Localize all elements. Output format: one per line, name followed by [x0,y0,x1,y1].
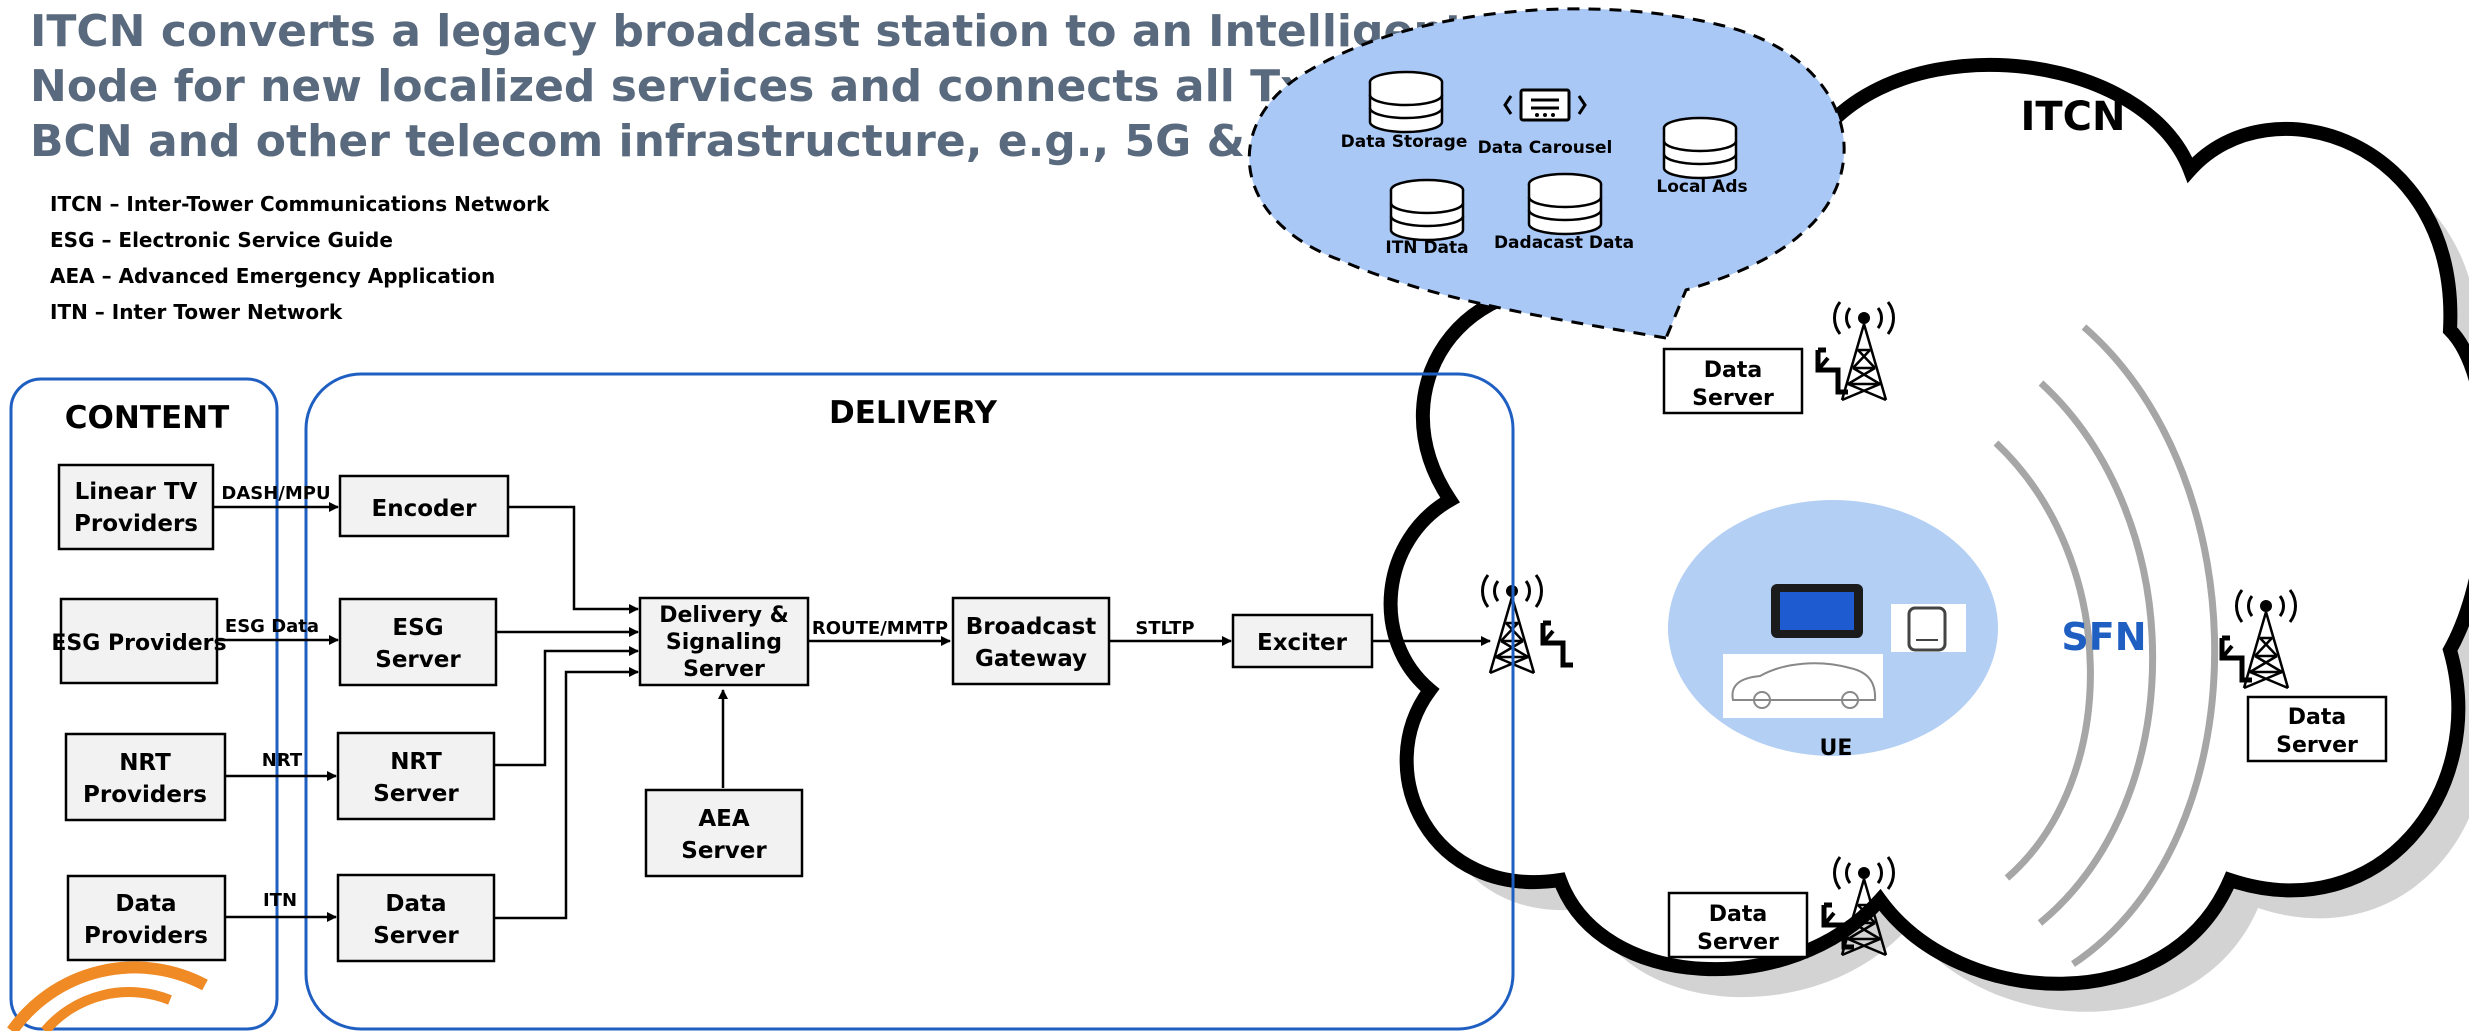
tx-node-bottom: Data Server [1667,855,1896,959]
box-label: Server [373,923,459,949]
broadcast-gateway-box: Broadcast Gateway [951,596,1111,686]
sfn-waves [1993,324,2219,967]
delivery-section-title: DELIVERY [829,395,998,431]
data-storage-icon [1368,70,1444,134]
itn-data-label: ITN Data [1385,238,1468,258]
data-server-box [1667,891,1809,959]
tablet-icon [1771,584,1863,638]
local-ads-icon [1662,116,1738,180]
ue-label: UE [1820,736,1853,761]
data-server-box: Data Server [336,873,496,963]
box-label: ESG [392,615,443,641]
data-carousel-icon [1503,88,1587,122]
datacast-data-label: Dadacast Data [1494,233,1634,253]
data-carousel-label: Data Carousel [1478,138,1613,158]
esg-server-box: ESG Server [338,597,498,687]
link-label-dash-mpu: DASH/MPU [221,483,330,504]
data-services-bubble: Data Storage Data Carousel Local Ads ITN… [1247,7,1846,340]
car-icon [1723,654,1883,718]
nrt-server-box: NRT Server [336,731,496,821]
local-ads-label: Local Ads [1656,177,1747,197]
data-server-box [2246,695,2388,763]
tx-node-right: Data Server [2222,588,2388,763]
title-line-2: Node for new localized services and conn… [30,61,1459,112]
connectors [213,502,1491,922]
sfn-label: SFN [2061,615,2146,659]
page-title: ITCN converts a legacy broadcast station… [30,4,1466,169]
box-label: Providers [74,511,198,537]
phone-icon [1891,604,1966,652]
nrt-server-to-delivery [494,646,639,767]
legend-itcn: ITCN – Inter-Tower Communications Networ… [50,192,550,216]
linear-tv-providers-box: Linear TV Providers [57,463,215,551]
data-server-label: Data [1704,358,1762,383]
box-label: Providers [83,782,207,808]
data-server-box [1662,347,1804,415]
box-label: ESG Providers [51,631,226,656]
link-label-stltp: STLTP [1135,618,1194,639]
data-server-label: Data [2288,705,2346,730]
box-label: Server [681,838,767,864]
legend-aea: AEA – Advanced Emergency Application [50,264,496,288]
box-label: Linear TV [75,479,198,505]
title-line-3: BCN and other telecom infrastructure, e.… [30,116,1442,167]
box-label: Exciter [1257,630,1348,656]
box-label: Broadcast [966,614,1097,640]
delivery-signaling-server-box: Delivery & Signaling Server [638,596,810,687]
delivery-section [304,372,1515,1031]
data-server-label: Server [2276,733,2358,758]
data-server-label: Server [1697,930,1779,955]
data-server-label: Server [1692,386,1774,411]
content-section [9,377,279,1031]
encoder-box: Encoder [338,474,510,538]
box-label: Signaling [666,630,782,655]
tx-node-top: Data Server [1662,300,1896,415]
itn-data-icon [1389,178,1465,242]
box-label: Gateway [975,646,1087,672]
esg-providers-box: ESG Providers [51,597,227,685]
data-server-to-delivery [494,667,639,920]
data-storage-label: Data Storage [1341,132,1468,152]
box-label: NRT [119,750,171,776]
box-label: Server [373,781,459,807]
link-label-itn: ITN [263,890,297,911]
box-label: Encoder [372,496,478,522]
aea-server-box: AEA Server [644,788,804,878]
logo-arcs [7,961,208,1031]
box-label: AEA [698,806,750,832]
sfn-arc [2037,380,2156,926]
encoder-to-delivery [508,505,639,614]
content-section-title: CONTENT [65,400,229,436]
box-label: Data [115,891,176,917]
nrt-providers-box: NRT Providers [64,732,227,822]
link-label-nrt: NRT [262,750,303,771]
link-label-route-mmtp: ROUTE/MMTP [812,618,948,639]
box-label: NRT [390,749,442,775]
sfn-arc [2071,324,2219,967]
ue-group: UE [1668,500,1998,761]
itcn-label: ITCN [2021,94,2126,140]
box-label: Providers [84,923,208,949]
legend-esg: ESG – Electronic Service Guide [50,228,393,252]
data-providers-box: Data Providers [66,874,227,962]
sfn-arc [1993,440,2094,881]
exciter-box: Exciter [1231,613,1374,669]
legend-itn: ITN – Inter Tower Network [50,300,343,324]
title-line-1: ITCN converts a legacy broadcast station… [30,6,1466,57]
data-server-label: Data [1709,902,1767,927]
acronym-legend: ITCN – Inter-Tower Communications Networ… [50,186,549,330]
box-label: Delivery & [659,603,789,628]
datacast-data-icon [1527,172,1603,236]
box-label: Data [385,891,446,917]
link-label-esg-data: ESG Data [225,616,319,637]
box-label: Server [375,647,461,673]
box-label: Server [683,657,765,682]
